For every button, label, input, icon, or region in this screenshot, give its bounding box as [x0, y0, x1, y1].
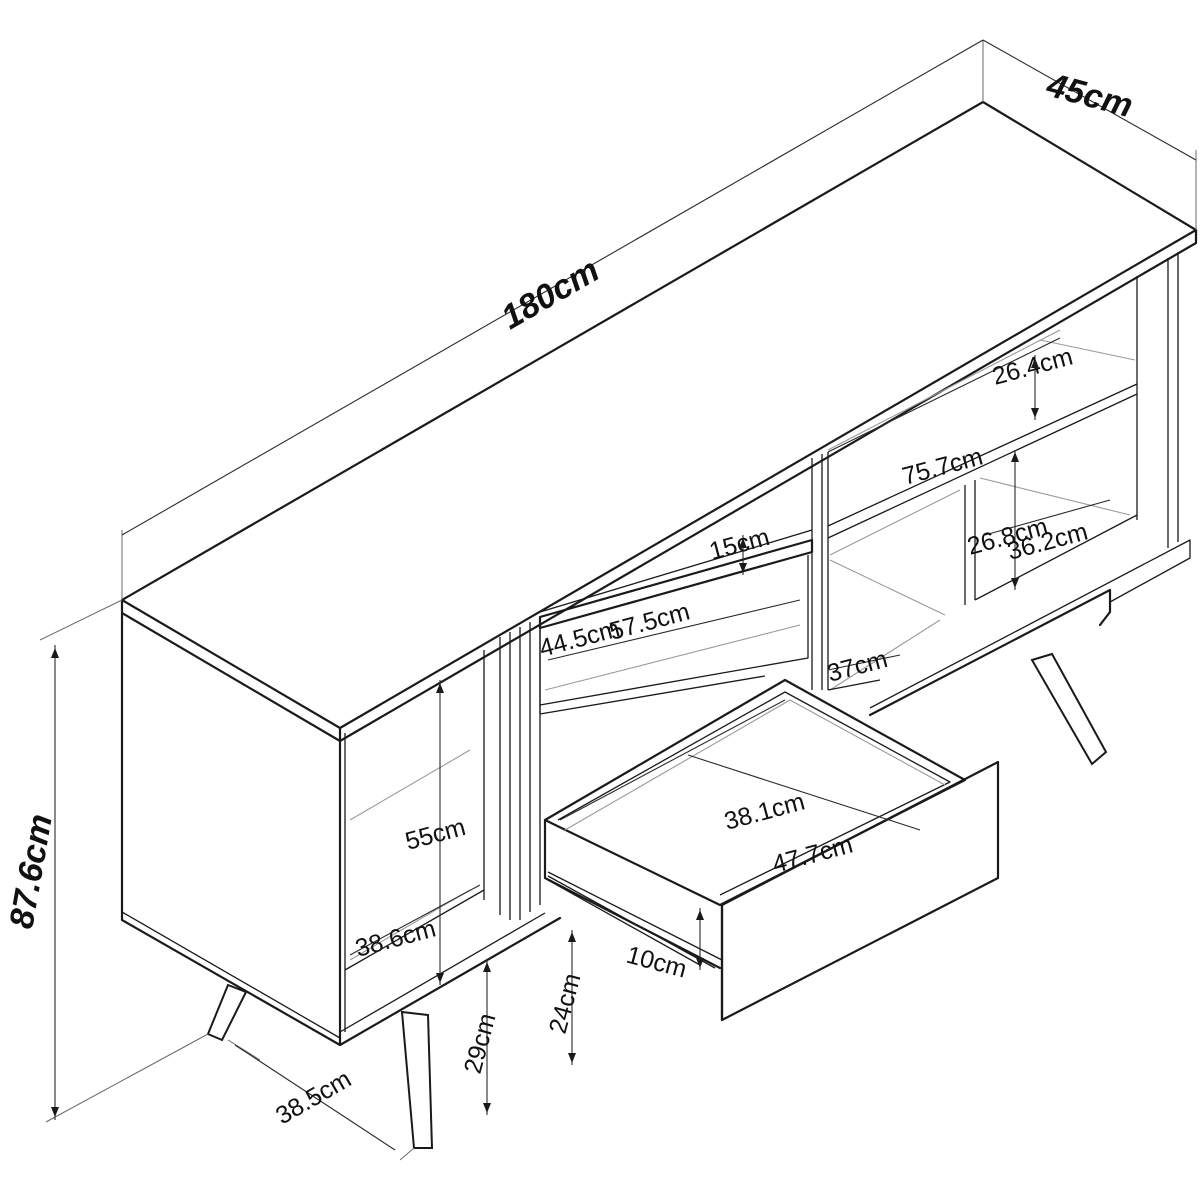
top-panel	[120, 100, 1198, 743]
dimension-lines	[54, 39, 1197, 1151]
leg-front-middle	[400, 1010, 434, 1149]
dimension-labels: 180cm 45cm 87.6cm 26.4cm 75.7cm 26.8cm 3…	[2, 66, 1136, 1130]
body-panels	[120, 252, 1191, 1047]
legs	[206, 652, 1108, 1149]
label-upper-right-width: 75.7cm	[899, 443, 985, 491]
label-drawer-inner-depth: 38.1cm	[721, 788, 807, 836]
label-depth: 45cm	[1042, 66, 1137, 125]
label-left-cabinet-height: 55cm	[402, 813, 468, 856]
label-drawer-inner-width: 47.7cm	[769, 831, 855, 879]
arrowheads	[51, 358, 1039, 1117]
leg-back-right	[1030, 652, 1108, 766]
label-width: 180cm	[495, 251, 606, 337]
label-leg-spacing: 24cm	[544, 970, 587, 1036]
label-leg-depth-spacing: 38.5cm	[271, 1065, 356, 1130]
label-left-cabinet-width: 38.6cm	[352, 915, 438, 963]
right-section	[827, 329, 1138, 691]
leg-front-left	[206, 983, 248, 1042]
label-right-lower-depth: 37cm	[824, 645, 890, 688]
label-drawer-front-height: 15cm	[706, 523, 772, 566]
open-drawer	[543, 678, 1000, 1022]
label-leg-height: 29cm	[459, 1010, 502, 1076]
label-height: 87.6cm	[2, 811, 59, 931]
middle-section	[529, 452, 829, 912]
extension-lines	[39, 40, 1197, 1161]
